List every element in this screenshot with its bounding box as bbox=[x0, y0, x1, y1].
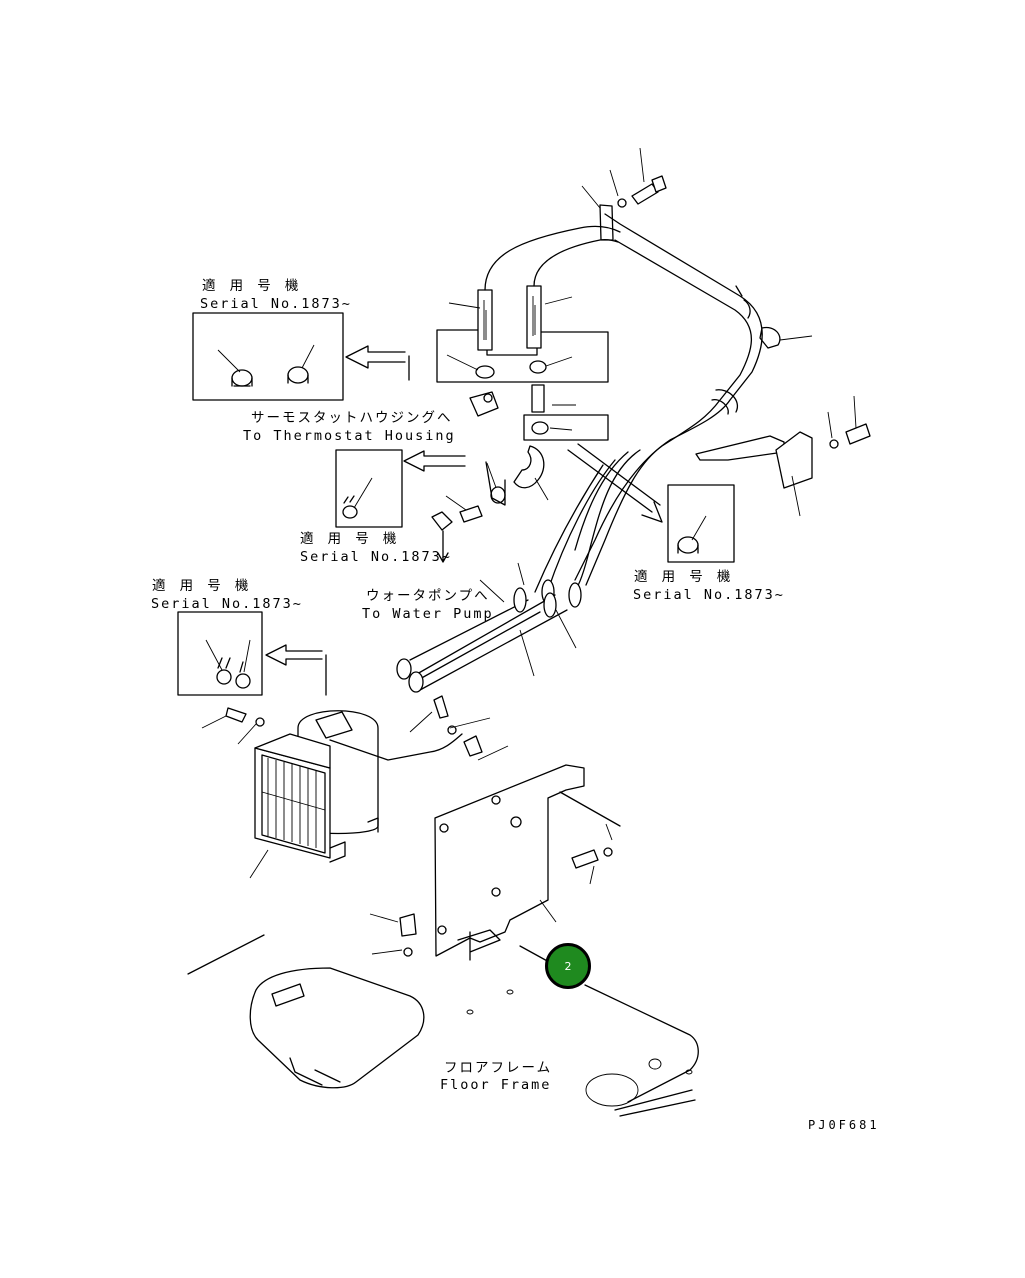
arrow-left-lower bbox=[265, 644, 327, 696]
lower-pipes bbox=[396, 449, 641, 693]
mounting-plate bbox=[434, 764, 621, 961]
serial-label-jp-3: 適 用 号 機 bbox=[634, 569, 734, 585]
arrow-diagonal-right bbox=[567, 443, 663, 523]
fittings bbox=[431, 391, 506, 563]
loose-bolts bbox=[201, 695, 613, 957]
bracket-right bbox=[695, 395, 871, 517]
drawing-code: PJ0F681 bbox=[808, 1118, 880, 1132]
floor-frame-label-jp: フロアフレーム bbox=[444, 1060, 553, 1076]
serial-label-jp-2: 適 用 号 機 bbox=[300, 531, 400, 547]
hose-clamp-group bbox=[436, 225, 621, 501]
part-callout-badge[interactable]: 2 bbox=[545, 943, 591, 989]
detail-box-right bbox=[667, 484, 735, 563]
bolts-top bbox=[581, 147, 667, 209]
serial-label-en-3: Serial No.1873~ bbox=[633, 587, 785, 603]
water-pump-label-en: To Water Pump bbox=[362, 606, 494, 622]
serial-label-en-4: Serial No.1873~ bbox=[151, 596, 303, 612]
heater-pipe-loop bbox=[574, 204, 813, 586]
detail-box-left bbox=[177, 611, 263, 696]
serial-label-en-2: Serial No.1873~ bbox=[300, 549, 452, 565]
water-pump-label-jp: ウォータポンプへ bbox=[366, 588, 490, 604]
serial-label-jp-1: 適 用 号 機 bbox=[202, 278, 302, 294]
floor-frame-label-en: Floor Frame bbox=[440, 1077, 552, 1093]
detail-box-mid-left bbox=[335, 449, 403, 528]
serial-label-en-1: Serial No.1873~ bbox=[200, 296, 352, 312]
thermostat-label-en: To Thermostat Housing bbox=[243, 428, 456, 444]
detail-box-top-left bbox=[192, 312, 344, 401]
floor-frame bbox=[187, 934, 699, 1117]
thermostat-label-jp: サーモスタットハウジングへ bbox=[251, 410, 453, 426]
arrow-left-top bbox=[345, 345, 410, 381]
heater-unit bbox=[249, 710, 463, 879]
arrow-left-mid bbox=[403, 450, 466, 472]
serial-label-jp-4: 適 用 号 機 bbox=[152, 578, 252, 594]
